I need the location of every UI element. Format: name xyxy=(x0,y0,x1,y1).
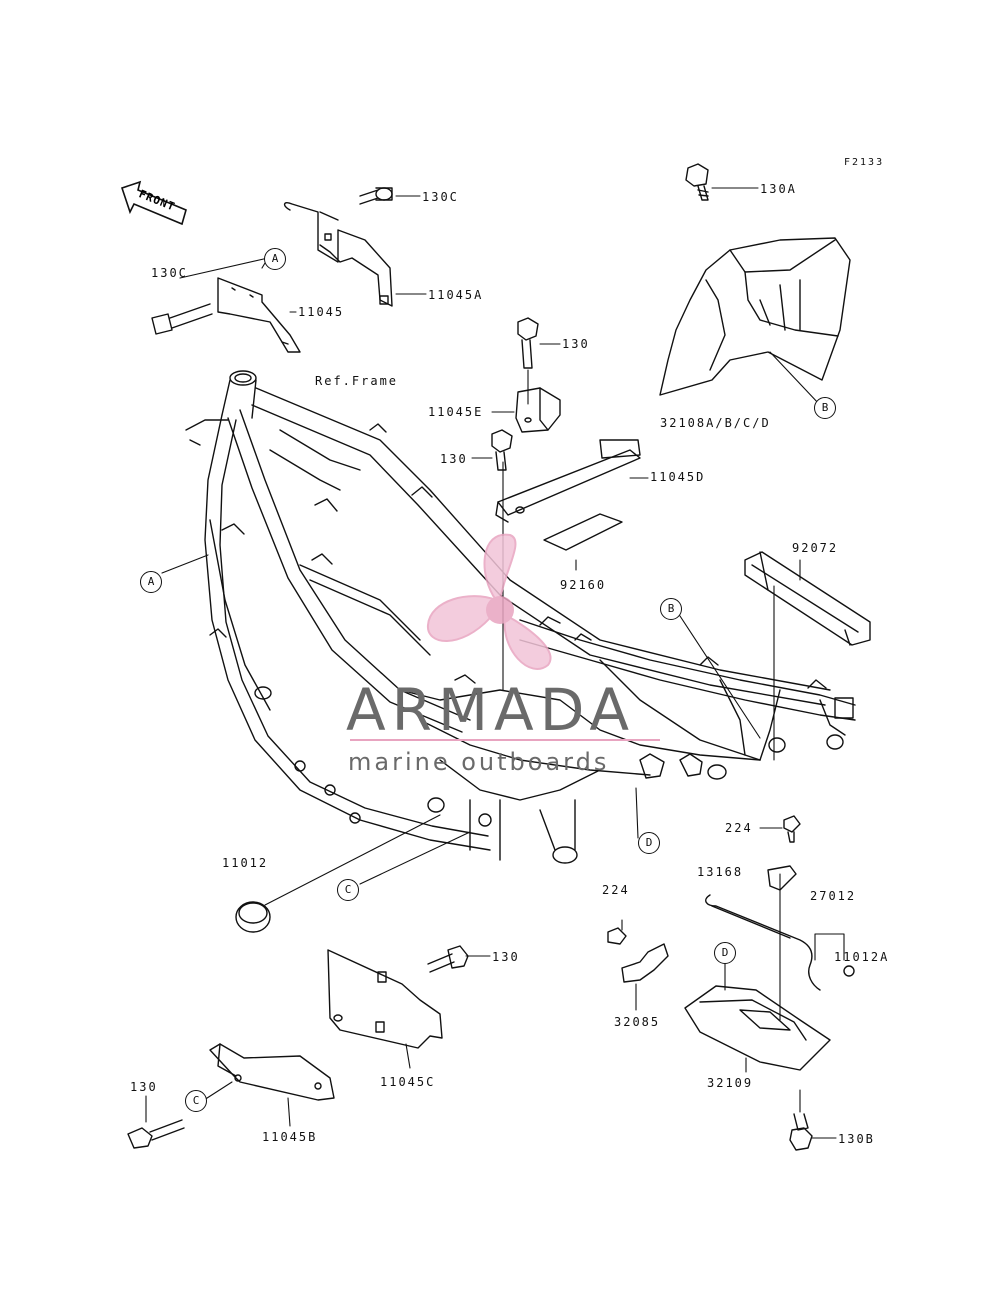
label-11012: 11012 xyxy=(222,856,269,870)
watermark-brand: ARMADA xyxy=(346,676,636,744)
label-11045E: 11045E xyxy=(428,405,484,419)
bolt-224-lower xyxy=(607,927,627,945)
guard-32109 xyxy=(684,985,831,1071)
ref-B-frame: B xyxy=(660,598,682,620)
label-32085: 32085 xyxy=(614,1015,661,1029)
ref-B-cover: B xyxy=(814,397,836,419)
bracket-11045A xyxy=(283,201,393,307)
bracket-11045E xyxy=(515,387,561,433)
diagram-code: F2133 xyxy=(844,157,885,168)
leader-lines xyxy=(145,187,845,1139)
label-130-b: 130 xyxy=(130,1080,158,1094)
label-11045C: 11045C xyxy=(380,1075,436,1089)
label-32108: 32108A/B/C/D xyxy=(660,416,771,430)
ref-A-frame: A xyxy=(140,571,162,593)
watermark-propeller xyxy=(426,533,552,670)
ref-D-frame: D xyxy=(638,832,660,854)
label-27012: 27012 xyxy=(810,889,857,903)
ref-C-bracket: C xyxy=(185,1090,207,1112)
ref-C-frame: C xyxy=(337,879,359,901)
clip-13168 xyxy=(767,865,797,891)
wire-27012 xyxy=(705,894,821,991)
pad-92160 xyxy=(543,513,623,551)
ref-A-top: A xyxy=(264,248,286,270)
label-ref-frame: Ref.Frame xyxy=(315,374,399,388)
bolt-130B xyxy=(789,1113,813,1151)
label-11045B: 11045B xyxy=(262,1130,318,1144)
label-92160: 92160 xyxy=(560,578,607,592)
bolt-130-c xyxy=(427,945,469,973)
bracket-11045 xyxy=(217,277,301,353)
label-11045: 11045 xyxy=(298,305,345,319)
label-130-upper: 130 xyxy=(562,337,590,351)
label-130-c: 130 xyxy=(492,950,520,964)
watermark-tagline: marine outboards xyxy=(348,748,610,776)
ref-D-guard: D xyxy=(714,942,736,964)
label-11045A: 11045A xyxy=(428,288,484,302)
strap-92072 xyxy=(744,551,871,646)
label-130B: 130B xyxy=(838,1132,875,1146)
label-11012A: 11012A xyxy=(834,950,890,964)
front-arrow: FRONT xyxy=(118,180,190,226)
label-130A: 130A xyxy=(760,182,797,196)
bolt-130-d xyxy=(491,429,513,471)
bracket-32085 xyxy=(621,943,669,983)
main-frame xyxy=(185,370,856,864)
label-130C-left: 130C xyxy=(151,266,188,280)
label-130-d: 130 xyxy=(440,452,468,466)
bracket-11045B xyxy=(209,1043,335,1101)
grommet-11012 xyxy=(235,901,271,933)
label-32109: 32109 xyxy=(707,1076,754,1090)
label-92072: 92072 xyxy=(792,541,839,555)
label-224-lower: 224 xyxy=(602,883,630,897)
label-11045D: 11045D xyxy=(650,470,706,484)
bracket-11045D xyxy=(495,439,641,523)
bolt-224-right xyxy=(783,815,801,843)
bolt-130C-top xyxy=(359,187,393,205)
label-224-right: 224 xyxy=(725,821,753,835)
grommet-11012A xyxy=(843,965,855,977)
bolt-130-b xyxy=(127,1119,185,1149)
label-130C-top: 130C xyxy=(422,190,459,204)
plate-11045C xyxy=(327,949,443,1049)
cover-32108 xyxy=(659,237,851,396)
bolt-130A xyxy=(685,163,709,201)
label-13168: 13168 xyxy=(697,865,744,879)
bolt-130-upper xyxy=(517,317,539,369)
bolt-130C-left xyxy=(151,303,213,335)
